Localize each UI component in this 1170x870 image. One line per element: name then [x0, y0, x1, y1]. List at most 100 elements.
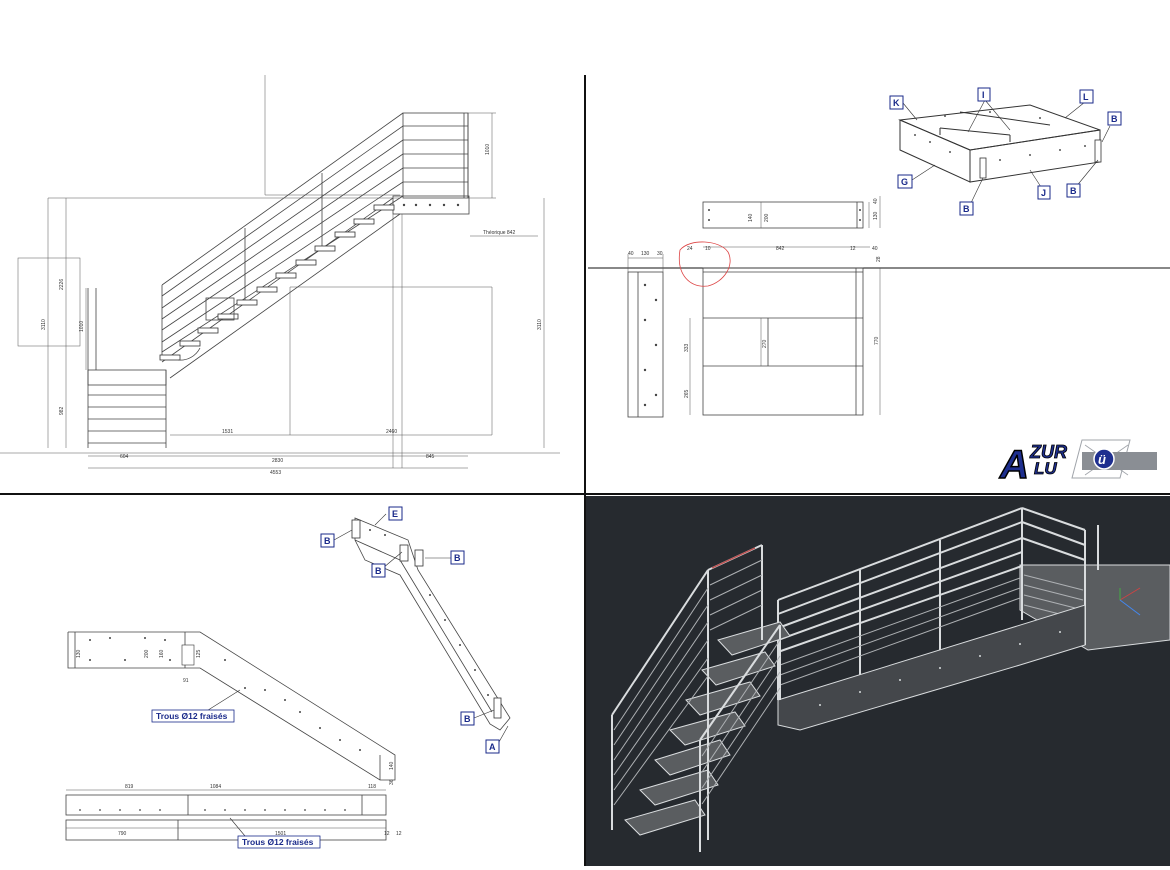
side-strip-elevation [702, 201, 864, 229]
dim-label: 10 [705, 246, 711, 252]
dim-label: 1501 [275, 831, 286, 837]
dim-label: 333 [684, 343, 690, 352]
dim-label: 36 [389, 779, 395, 785]
revision-cloud [678, 241, 731, 287]
dim-label: 265 [684, 389, 690, 398]
landing-plate-holes [402, 203, 460, 207]
upper-railing-bars [403, 125, 468, 183]
tag-J [1037, 185, 1051, 200]
dim-label: 982 [59, 406, 65, 415]
stair-treads [159, 204, 395, 361]
note-leader [229, 817, 246, 837]
tag-B-label: B [1070, 186, 1077, 196]
render-stringer-holes [819, 631, 1061, 706]
axis-z [1119, 599, 1141, 616]
dim-label: 604 [120, 454, 129, 460]
render-side-stringer [777, 604, 1086, 731]
iso-leaders [333, 513, 509, 743]
dim-label: 200 [144, 649, 150, 658]
dim-label: 819 [125, 784, 134, 790]
dim-label: 140 [748, 213, 754, 222]
dim-label: 2830 [272, 458, 283, 464]
dim-label: 40 [628, 251, 634, 257]
render-side-railing [777, 507, 1099, 700]
dim-label: 12 [384, 831, 390, 837]
dimension-lines [0, 112, 560, 469]
dim-label: 3110 [537, 319, 543, 330]
tag-K-label: K [893, 98, 900, 108]
dim-label: 845 [426, 454, 435, 460]
tag-B [371, 563, 386, 578]
dim-label: 28 [876, 256, 882, 262]
tag-A-label: A [489, 742, 496, 752]
render-front-infill [613, 559, 781, 806]
dim-label: 24 [687, 246, 693, 252]
dim-label: 790 [118, 831, 127, 837]
tag-B [959, 201, 974, 216]
stringer-detail-box [205, 297, 235, 321]
dim-label: 140 [389, 761, 395, 770]
profile-holes [643, 283, 658, 407]
tag-B [320, 533, 335, 548]
isometric-leaders [902, 99, 1111, 206]
iso-holes [369, 529, 489, 696]
dim-label: 1531 [222, 429, 233, 435]
tag-B-label: B [464, 714, 471, 724]
stringer-bottom [169, 213, 401, 379]
dim-label: 130 [873, 211, 879, 220]
iso-bracket [351, 519, 361, 539]
dim-label: 130 [641, 251, 650, 257]
iso-bracket-4 [493, 697, 502, 719]
dim-label: 91 [183, 678, 189, 684]
tag-L-label: L [1083, 92, 1089, 102]
angle-arc [177, 347, 201, 361]
tag-G-label: G [901, 177, 908, 187]
landing-box-views: K I L B G J B B 140 200 130 40 [627, 87, 1157, 488]
render-infill-bars [779, 574, 1084, 686]
tag-L [1079, 89, 1094, 104]
dim-label: 125 [196, 649, 202, 658]
dim-label: 40 [873, 198, 879, 204]
tag-B [460, 711, 475, 726]
dim-label: 40 [872, 246, 878, 252]
stair-elevation-view: 1010 2226 3110 1010 982 3110 1531 2460 2… [0, 75, 560, 476]
dim-label: 3110 [41, 319, 47, 330]
plan-dims [689, 246, 881, 415]
landing-box-isometric [898, 104, 1101, 183]
stair-3d-render [586, 496, 1170, 866]
dim-label: 1084 [210, 784, 221, 790]
dim-label: 270 [762, 339, 768, 348]
dim-label: 770 [874, 336, 880, 345]
logo-badge-letter: ü [1098, 452, 1106, 467]
side-profile-elevation [627, 271, 664, 418]
strip-holes [708, 209, 861, 221]
stringer-plan-strip [65, 794, 387, 816]
tag-J-label: J [1041, 188, 1046, 198]
azuralu-logo: A ZUR LU ü [998, 439, 1157, 488]
dim-label: 12 [396, 831, 402, 837]
note-trous-fraises: Trous Ø12 fraisés [156, 711, 228, 721]
note-box [237, 835, 321, 849]
logo-badge [1093, 448, 1115, 470]
dim-label: 2460 [386, 429, 397, 435]
iso-bracket-2 [399, 544, 409, 562]
stringer-holes [89, 637, 361, 751]
tag-B-label: B [963, 204, 970, 214]
note-box [151, 709, 235, 723]
tag-E-label: E [392, 509, 398, 519]
note-leader [204, 689, 241, 713]
box-bracket-right [1094, 139, 1102, 163]
dim-label: 12 [850, 246, 856, 252]
dim-label: Théorique 842 [483, 230, 515, 236]
tag-B-label: B [454, 553, 461, 563]
dim-label: 1010 [485, 144, 491, 155]
tag-B [1107, 111, 1122, 126]
tag-B-label: B [1111, 114, 1118, 124]
dim-label: 2226 [59, 279, 65, 290]
tag-E [388, 506, 403, 521]
stringer-top [161, 197, 394, 363]
strip-dims [760, 196, 881, 228]
tag-G [897, 174, 913, 189]
landing-plan-view [702, 267, 864, 416]
logo-letter-a: A [999, 443, 1029, 487]
